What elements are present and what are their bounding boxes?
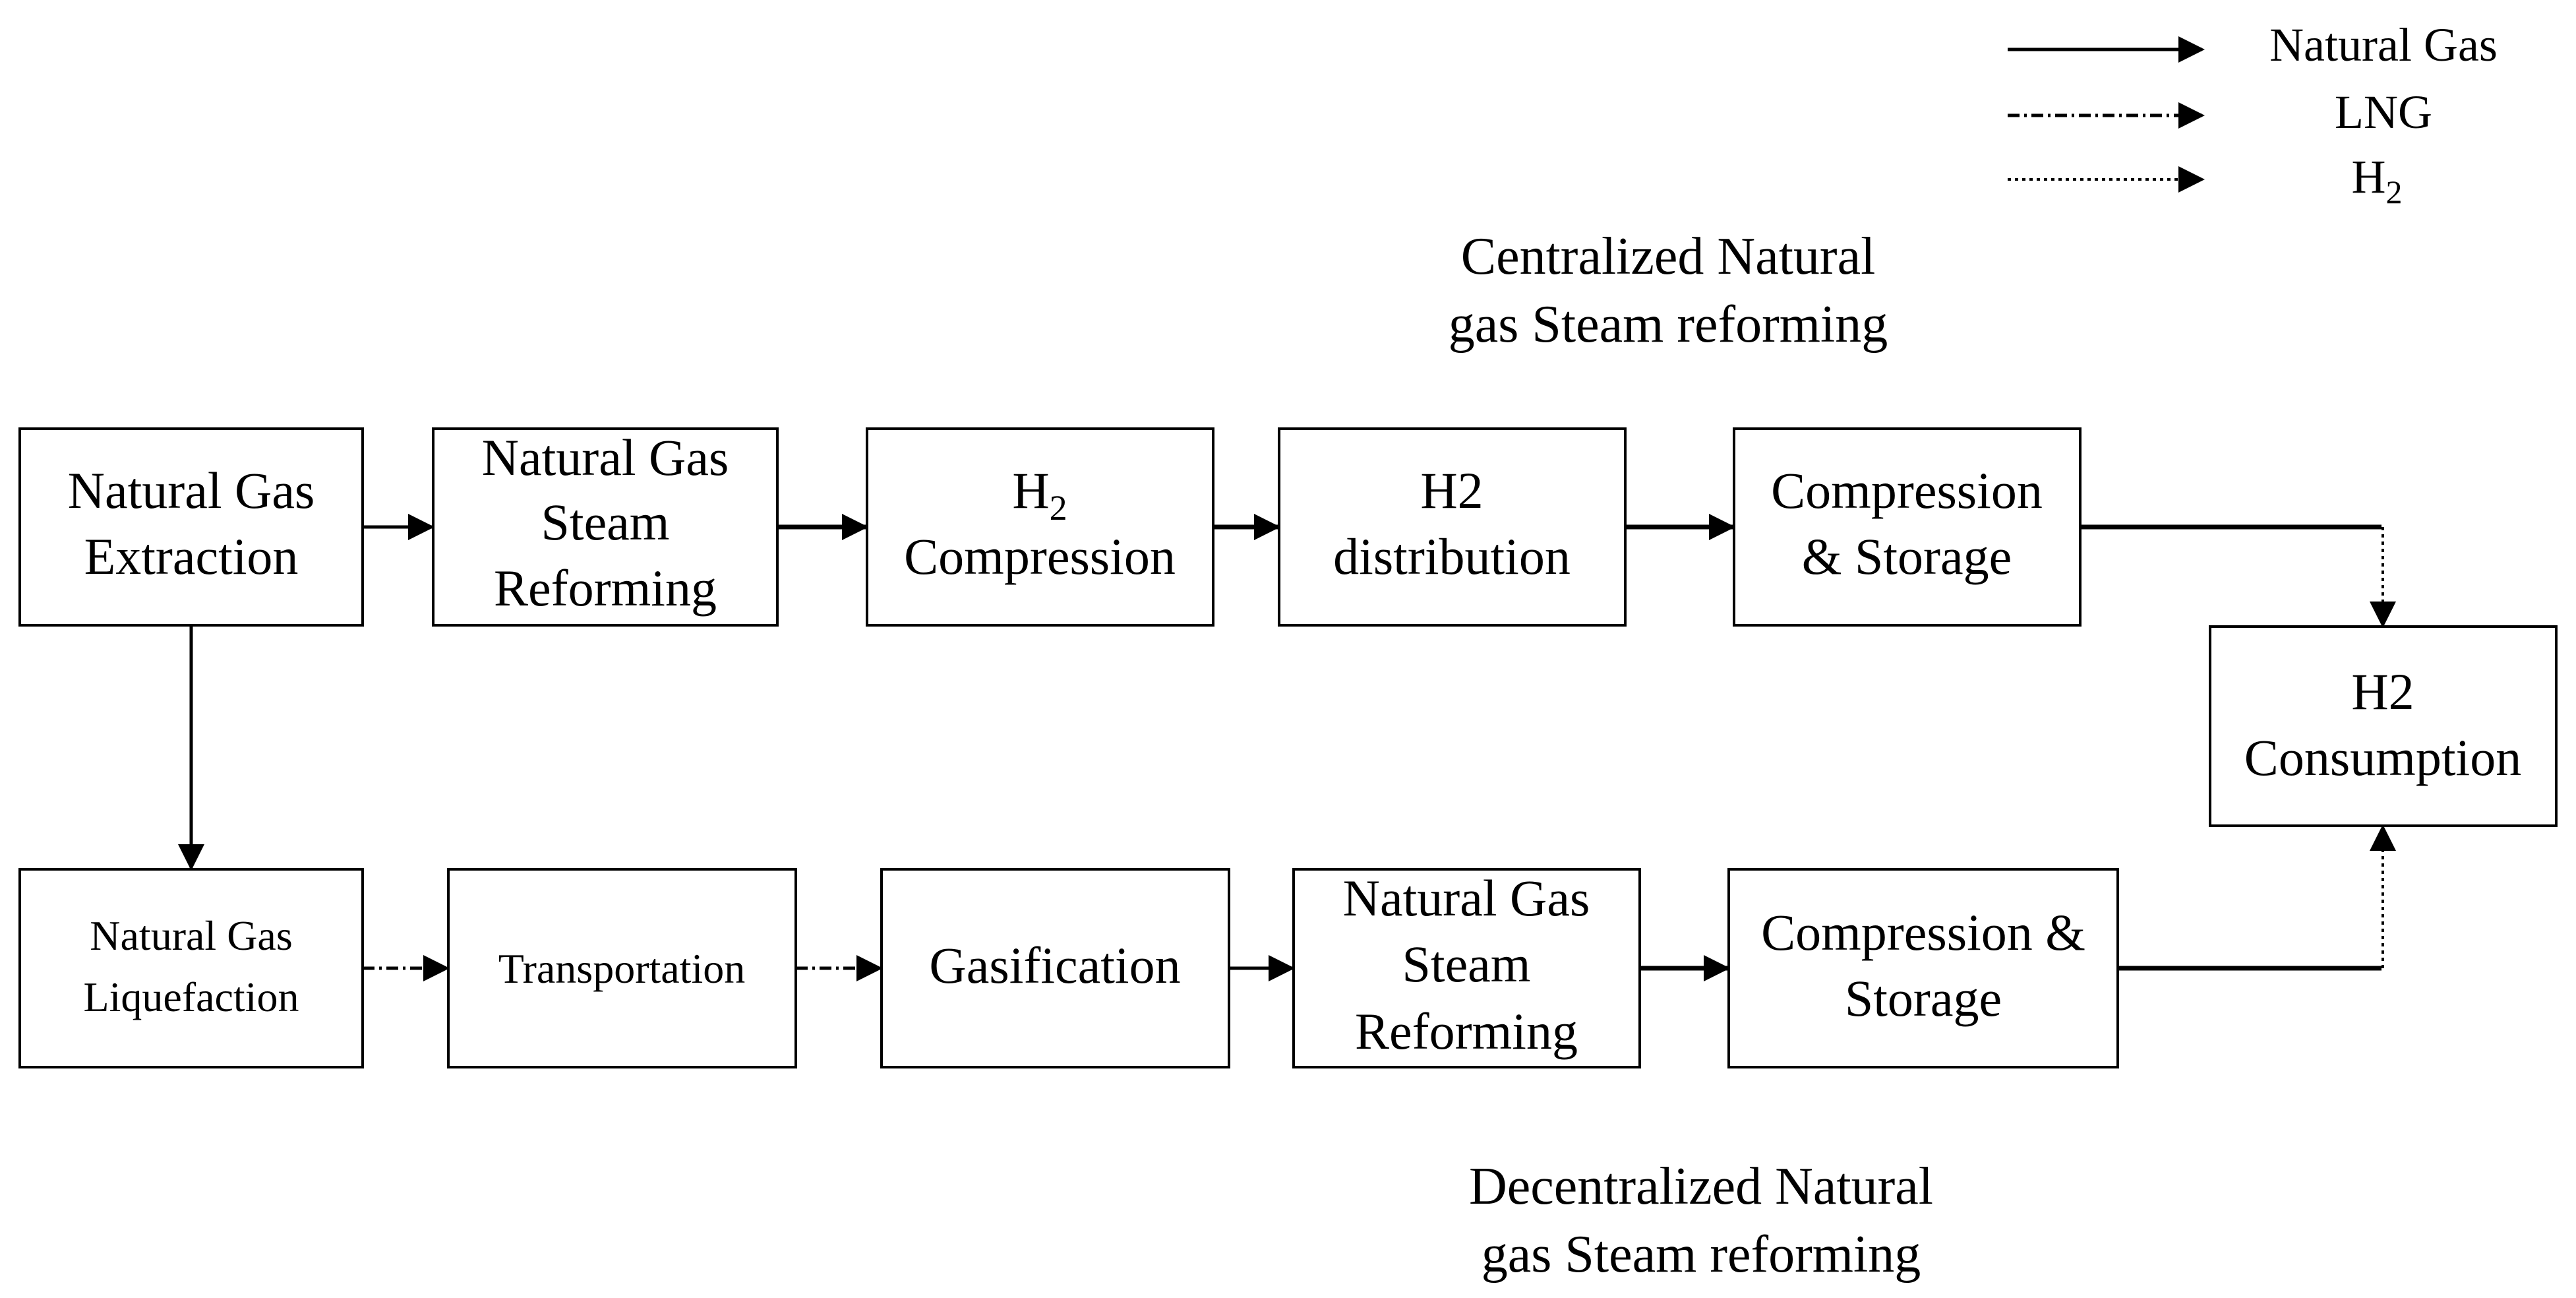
- svg-text:Natural Gas: Natural Gas: [90, 912, 292, 959]
- gasification-box: Gasification: [880, 868, 1230, 1068]
- svg-text:Steam: Steam: [1402, 935, 1531, 993]
- svg-text:distribution: distribution: [1333, 528, 1571, 585]
- legend-h2-label: H2: [2352, 150, 2403, 210]
- svg-text:Extraction: Extraction: [84, 528, 299, 585]
- decentralized-caption: Decentralized Natural gas Steam reformin…: [1469, 1158, 1933, 1283]
- natural-gas-liquefaction-box: Natural Gas Liquefaction: [18, 868, 364, 1068]
- svg-text:Reforming: Reforming: [1355, 1003, 1578, 1060]
- svg-text:Natural Gas: Natural Gas: [68, 462, 315, 519]
- svg-text:Storage: Storage: [1845, 970, 2002, 1027]
- centralized-caption: Centralized Natural gas Steam reforming: [1449, 228, 1888, 354]
- svg-text:& Storage: & Storage: [1802, 528, 2012, 585]
- natural-gas-steam-reforming-box-bottom: Natural Gas Steam Reforming: [1292, 868, 1641, 1068]
- legend-lng-label: LNG: [2335, 86, 2432, 139]
- svg-text:Reforming: Reforming: [494, 559, 717, 617]
- svg-text:H2: H2: [1420, 462, 1483, 519]
- h2-consumption-box: H2 Consumption: [2209, 625, 2558, 827]
- legend-natural-gas-label: Natural Gas: [2269, 18, 2498, 71]
- compression-storage-box-top: Compression & Storage: [1733, 427, 2082, 627]
- svg-text:Consumption: Consumption: [2244, 729, 2521, 786]
- svg-text:Compression &: Compression &: [1761, 904, 2085, 961]
- svg-text:Gasification: Gasification: [929, 937, 1180, 994]
- compression-storage-box-bottom: Compression & Storage: [1727, 868, 2119, 1068]
- svg-text:Decentralized Natural: Decentralized Natural: [1469, 1158, 1933, 1216]
- svg-text:Transportation: Transportation: [498, 945, 746, 992]
- svg-text:Centralized Natural: Centralized Natural: [1461, 228, 1876, 286]
- natural-gas-steam-reforming-box-top: Natural Gas Steam Reforming: [432, 427, 779, 627]
- transportation-box: Transportation: [447, 868, 797, 1068]
- svg-text:H2: H2: [1012, 462, 1067, 528]
- natural-gas-extraction-box: Natural Gas Extraction: [18, 427, 364, 627]
- legend: Natural Gas LNG H2: [2008, 18, 2498, 210]
- svg-text:gas Steam reforming: gas Steam reforming: [1482, 1225, 1921, 1283]
- h2-compression-box: H2 Compression: [866, 427, 1214, 627]
- svg-text:Natural Gas: Natural Gas: [1343, 869, 1590, 927]
- svg-text:Compression: Compression: [1771, 462, 2043, 519]
- h2-distribution-box: H2 distribution: [1278, 427, 1627, 627]
- svg-text:H2: H2: [2351, 663, 2414, 720]
- svg-text:gas Steam reforming: gas Steam reforming: [1449, 295, 1888, 354]
- svg-text:Natural Gas: Natural Gas: [482, 429, 729, 486]
- svg-text:Liquefaction: Liquefaction: [84, 974, 299, 1020]
- svg-text:Compression: Compression: [904, 528, 1176, 585]
- svg-text:Steam: Steam: [541, 493, 670, 551]
